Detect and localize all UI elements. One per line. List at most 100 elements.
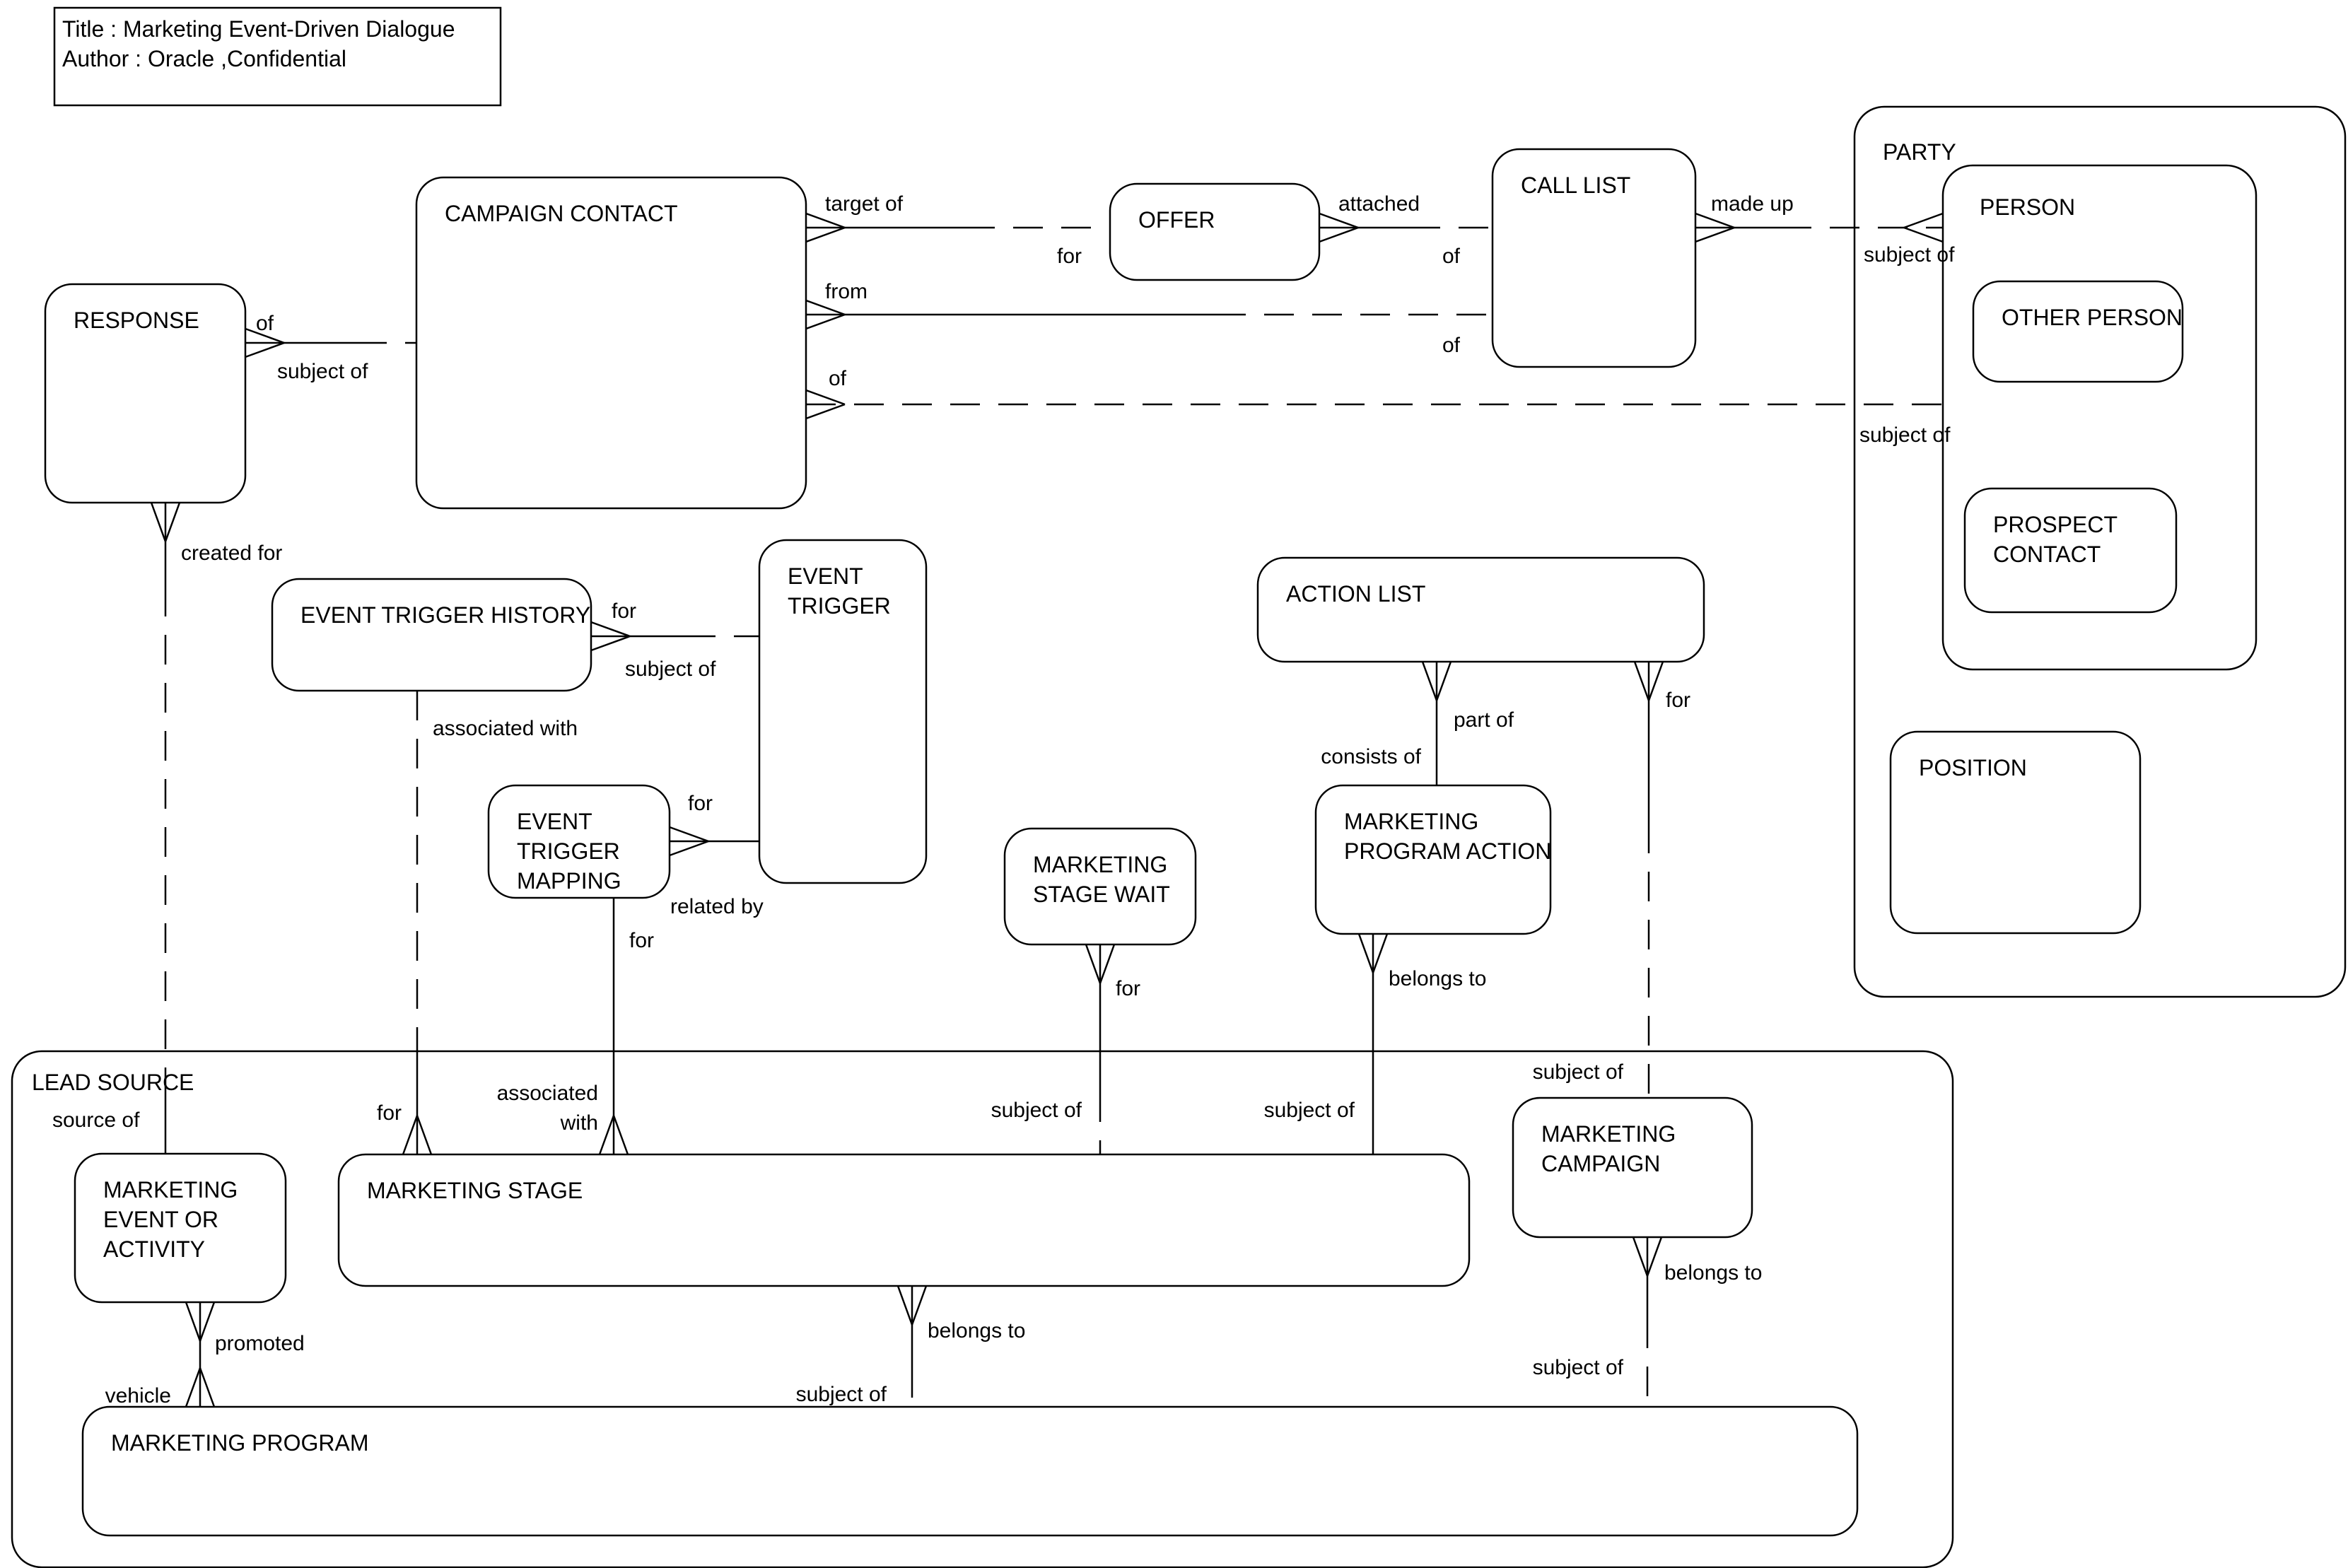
entity-label-marketing-event-or-activity: ACTIVITY	[103, 1236, 205, 1262]
relationship-label: consists of	[1321, 745, 1421, 768]
title-box	[53, 6, 502, 107]
crowfoot-icon	[1632, 1236, 1663, 1277]
relationship-label: associated	[497, 1082, 598, 1105]
entity-marketing-program	[81, 1405, 1859, 1537]
title-box-line: Author : Oracle ,Confidential	[62, 46, 346, 71]
connector-program-action-marketing-stage: belongs to subject of	[1264, 933, 1486, 1154]
crowfoot-icon	[590, 621, 631, 652]
relationship-label: subject of	[625, 657, 716, 681]
crowfoot-icon	[1633, 661, 1664, 701]
crowfoot-icon	[669, 826, 709, 857]
entity-label-marketing-program: MARKETING PROGRAM	[111, 1430, 368, 1456]
relationship-label: target of	[825, 192, 904, 216]
entity-offer	[1109, 182, 1321, 281]
crowfoot-icon	[805, 299, 846, 330]
entity-label-marketing-stage-wait: MARKETING	[1033, 852, 1167, 877]
connector-action-list-program-action: part of consists of	[1321, 661, 1514, 785]
entity-label-event-trigger-mapping: EVENT	[517, 809, 592, 834]
connector-campaign-contact-person: of subject of	[805, 367, 1951, 447]
connector-marketing-event-marketing-program: promoted vehicle	[105, 1301, 305, 1408]
relationship-label: of	[1442, 334, 1461, 357]
crowfoot-icon	[598, 1115, 629, 1155]
entity-label-marketing-campaign: CAMPAIGN	[1541, 1151, 1660, 1176]
relationship-label: related by	[670, 895, 764, 918]
relationship-label: of	[1442, 245, 1461, 268]
entity-event-trigger	[758, 539, 928, 884]
relationship-label: subject of	[991, 1099, 1082, 1122]
connector-campaign-contact-call-list: from of	[805, 280, 1493, 357]
relationship-label: subject of	[1864, 243, 1955, 267]
relationship-label: for	[1116, 977, 1140, 1000]
entity-marketing-stage	[337, 1153, 1471, 1287]
entity-marketing-program-action	[1314, 784, 1552, 935]
container-label-lead-source: LEAD SOURCE	[32, 1070, 194, 1095]
entity-prospect-contact	[1963, 487, 2178, 614]
crowfoot-icon	[185, 1301, 216, 1342]
crowfoot-icon	[1085, 944, 1116, 984]
connector-stage-wait-marketing-stage: for subject of	[991, 944, 1140, 1154]
entity-label-prospect-contact: CONTACT	[1993, 542, 2101, 567]
entity-label-campaign-contact: CAMPAIGN CONTACT	[445, 201, 677, 226]
container-label-party: PARTY	[1883, 139, 1956, 165]
entity-label-marketing-event-or-activity: MARKETING	[103, 1177, 238, 1203]
entity-marketing-event-or-activity	[74, 1152, 287, 1304]
relationship-label: promoted	[215, 1332, 305, 1355]
relationship-label: belongs to	[1664, 1261, 1762, 1285]
crowfoot-icon	[1319, 212, 1359, 243]
relationship-label: associated with	[433, 717, 578, 740]
relationship-label: subject of	[277, 360, 368, 383]
relationship-label: for	[1666, 689, 1690, 712]
entity-label-marketing-event-or-activity: EVENT OR	[103, 1207, 218, 1232]
entity-campaign-contact	[415, 176, 807, 510]
crowfoot-icon	[896, 1285, 928, 1326]
relationship-label: created for	[181, 542, 282, 565]
relationship-label: for	[629, 929, 654, 952]
relationship-label: belongs to	[1389, 967, 1486, 990]
entity-call-list	[1491, 148, 1697, 368]
relationship-label: attached	[1338, 192, 1420, 216]
connector-marketing-stage-marketing-program: belongs to subject of	[796, 1285, 1025, 1407]
relationship-label: vehicle	[105, 1384, 171, 1408]
connector-offer-call-list: attached of	[1319, 192, 1493, 268]
relationship-label: subject of	[1859, 423, 1951, 447]
relationship-label: for	[1057, 245, 1082, 268]
entity-label-call-list: CALL LIST	[1521, 172, 1630, 198]
entity-label-event-trigger: EVENT	[788, 563, 863, 589]
relationship-label: subject of	[1533, 1060, 1624, 1084]
container-label-person: PERSON	[1980, 194, 2075, 220]
crowfoot-icon	[1903, 212, 1944, 243]
entity-position	[1889, 730, 2142, 935]
entity-event-trigger-history	[271, 578, 592, 692]
entity-label-offer: OFFER	[1138, 207, 1215, 233]
entity-label-event-trigger-mapping: MAPPING	[517, 868, 621, 894]
relationship-label: subject of	[796, 1383, 887, 1406]
relationship-label: from	[825, 280, 868, 303]
relationship-label: subject of	[1264, 1099, 1355, 1122]
connector-campaign-contact-offer: target of for	[805, 192, 1110, 268]
crowfoot-icon	[1695, 212, 1735, 243]
relationship-label: belongs to	[928, 1319, 1025, 1342]
entity-label-marketing-stage: MARKETING STAGE	[367, 1178, 583, 1203]
connector-action-list-marketing-campaign: for subject of	[1533, 661, 1690, 1098]
entity-label-event-trigger-mapping: TRIGGER	[517, 838, 620, 864]
relationship-label: part of	[1454, 708, 1514, 732]
entity-label-event-trigger-history: EVENT TRIGGER HISTORY	[300, 602, 590, 628]
entity-response	[44, 283, 247, 504]
crowfoot-icon	[150, 502, 181, 542]
crowfoot-icon	[185, 1367, 216, 1408]
entity-label-response: RESPONSE	[74, 308, 199, 333]
entity-label-other-person: OTHER PERSON	[2002, 305, 2183, 330]
crowfoot-icon	[1421, 661, 1452, 701]
relationship-label: of	[829, 367, 847, 390]
crowfoot-icon	[1357, 933, 1389, 973]
